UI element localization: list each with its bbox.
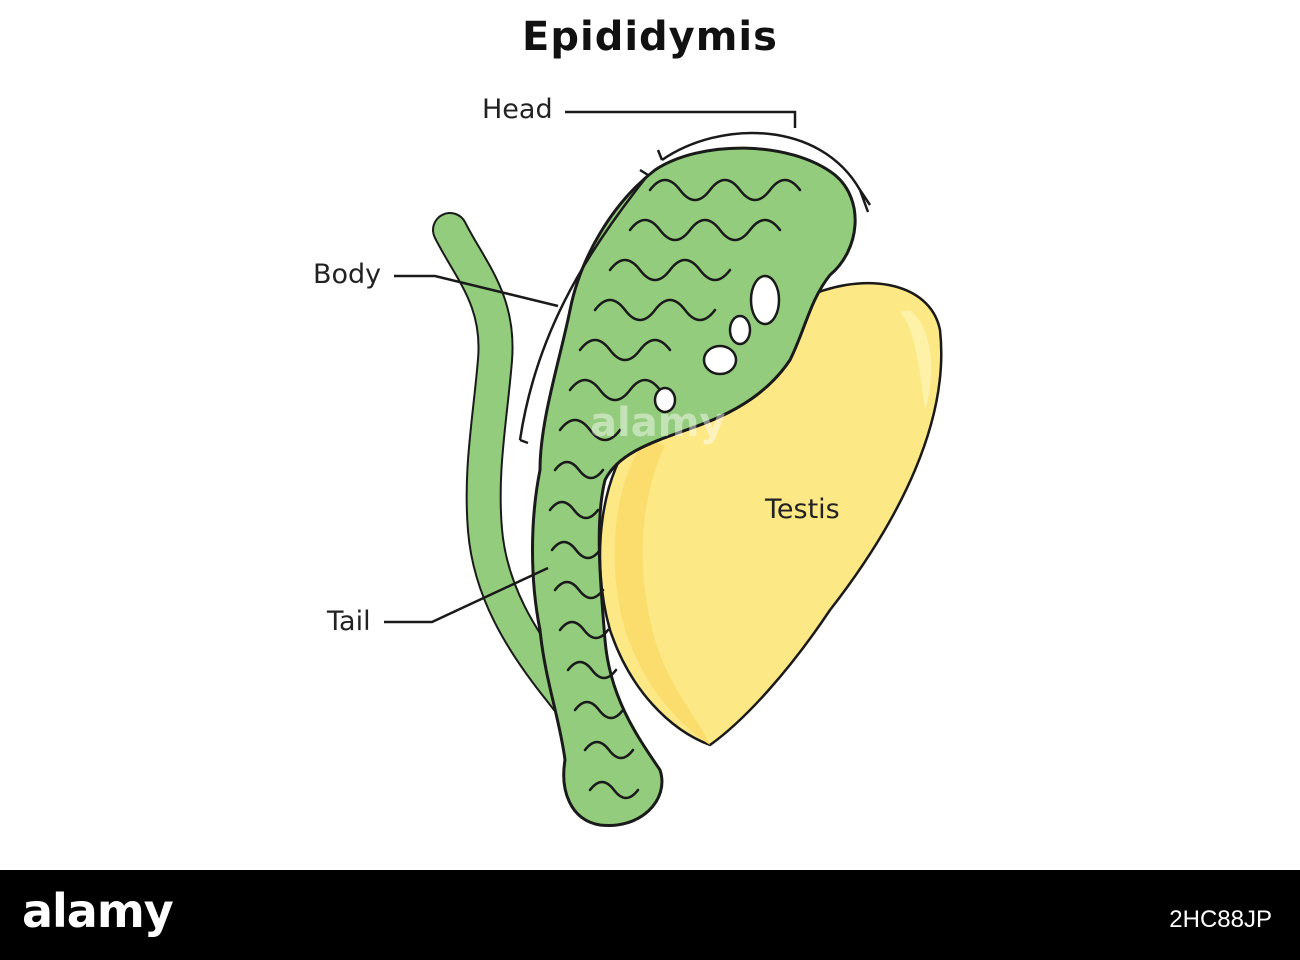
footer-bar: alamy 2HC88JP xyxy=(0,870,1300,960)
diagram-title: Epididymis xyxy=(522,14,778,60)
head-label: Head xyxy=(482,94,553,125)
head-gap xyxy=(728,314,752,346)
body-bracket xyxy=(518,168,649,445)
head-leader xyxy=(565,110,797,128)
epididymis-diagram xyxy=(384,110,943,828)
duct-coils xyxy=(548,178,802,800)
image-code: 2HC88JP xyxy=(1169,906,1272,933)
epididymis xyxy=(531,146,857,828)
head-gap xyxy=(749,274,781,326)
testis-label: Testis xyxy=(765,494,840,525)
testis-shade xyxy=(614,440,710,745)
watermark: alamy xyxy=(590,400,726,446)
tail-label: Tail xyxy=(327,606,371,637)
testis-highlight xyxy=(900,310,932,410)
head-gap xyxy=(653,386,677,414)
head-gap xyxy=(702,344,738,376)
body-label: Body xyxy=(313,259,382,290)
body-leader xyxy=(394,274,559,308)
brand-logo: alamy xyxy=(22,884,174,938)
tail-leader xyxy=(384,566,549,624)
head-bracket xyxy=(656,131,872,213)
